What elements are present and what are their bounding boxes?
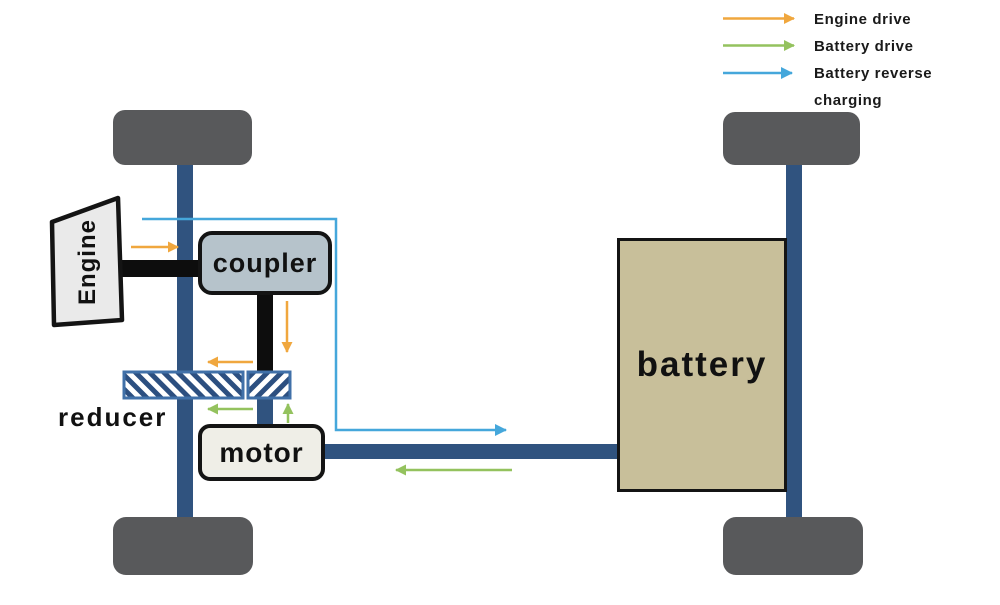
engine-drive-arrow-icon [723, 13, 795, 24]
engine-label: Engine [74, 219, 101, 306]
wheel-rear-left [113, 517, 253, 575]
battery-drive-arrow-icon [723, 40, 795, 51]
wheel-front-right [723, 112, 860, 165]
legend-label-battery-reverse-charging: Battery reverse charging [814, 65, 933, 109]
legend-label-battery-drive: Battery drive [814, 38, 914, 55]
legend-row-battery-reverse-charging: Battery reverse charging [721, 60, 961, 114]
battery-box: battery [617, 238, 787, 492]
battery-reverse-charging-path [142, 217, 507, 436]
motor-battery-link [318, 444, 618, 459]
motor-box: motor [198, 424, 325, 481]
legend-row-battery-drive: Battery drive [721, 33, 961, 60]
engine-coupler-shaft [120, 260, 208, 277]
coupler-box: coupler [198, 231, 332, 295]
wheel-front-left [113, 110, 252, 165]
left-axle [177, 160, 193, 522]
legend-label-engine-drive: Engine drive [814, 11, 912, 28]
wheel-rear-right [723, 517, 863, 575]
reducer-label: reducer [58, 402, 168, 432]
legend-row-engine-drive: Engine drive [721, 6, 961, 33]
right-axle [786, 160, 802, 522]
legend: Engine drive Battery drive Battery rever… [721, 6, 961, 114]
battery-reverse-charging-arrow-icon [723, 67, 793, 79]
battery-label: battery [636, 345, 768, 384]
reducer-gear-right [246, 370, 292, 400]
reducer-motor-shaft [257, 396, 273, 426]
engine-body [49, 195, 125, 328]
coupler-label: coupler [212, 247, 318, 278]
motor-label: motor [219, 436, 304, 468]
coupler-reducer-shaft [257, 292, 273, 374]
reducer-gear-left [122, 370, 245, 400]
